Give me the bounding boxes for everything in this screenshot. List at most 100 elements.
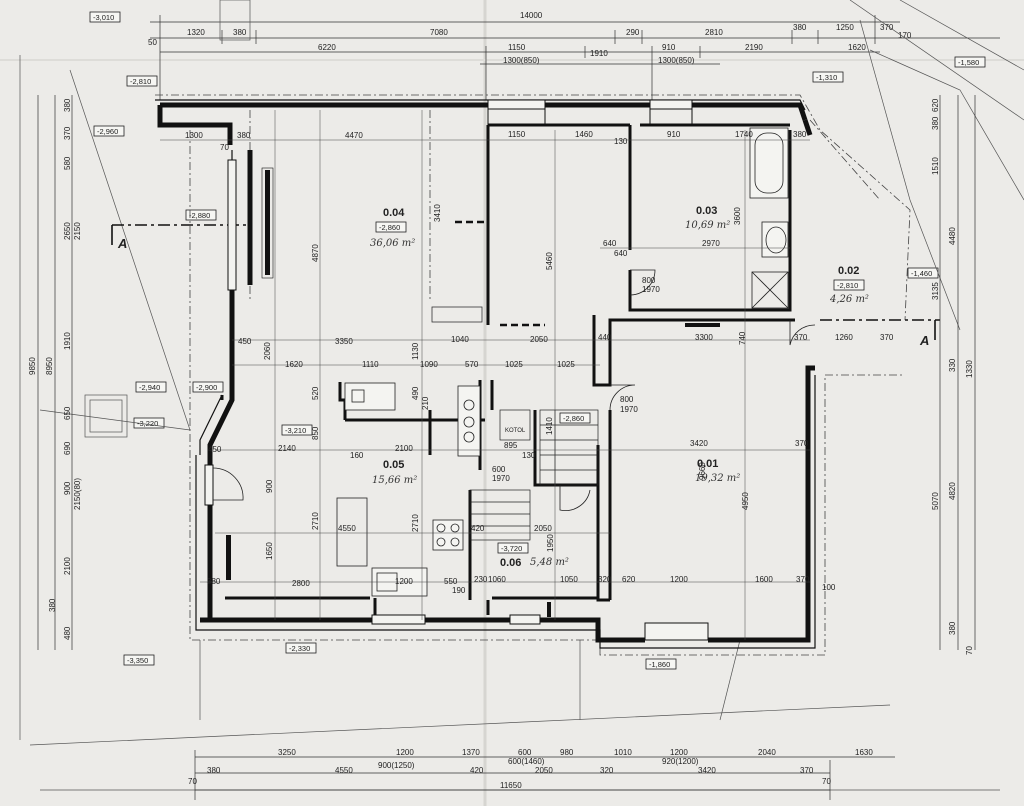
- room-0.01-number: 0.01: [697, 458, 718, 470]
- svg-text:2060: 2060: [263, 342, 272, 360]
- svg-text:1330: 1330: [965, 360, 974, 378]
- inner-dimension-lines: [160, 110, 810, 640]
- svg-text:2050: 2050: [534, 524, 552, 533]
- bottom-dimension-lines: [194, 750, 895, 800]
- svg-text:-1,460: -1,460: [911, 269, 932, 278]
- room-0.06-number: 0.06: [500, 557, 521, 569]
- svg-text:1950: 1950: [546, 534, 555, 552]
- svg-text:520: 520: [311, 386, 320, 400]
- total-width-dim: 14000: [520, 11, 543, 20]
- room-0.03-area: 10,69 m²: [685, 220, 730, 231]
- svg-text:600: 600: [518, 748, 532, 757]
- svg-text:1150: 1150: [508, 130, 526, 139]
- svg-text:-2,960: -2,960: [97, 127, 118, 136]
- svg-text:320: 320: [598, 575, 612, 584]
- svg-text:-1,860: -1,860: [649, 660, 670, 669]
- svg-text:550: 550: [444, 577, 458, 586]
- svg-text:2150: 2150: [73, 222, 82, 240]
- svg-text:800: 800: [620, 395, 634, 404]
- svg-text:1025: 1025: [557, 360, 575, 369]
- svg-text:900(1250): 900(1250): [378, 761, 415, 770]
- svg-text:370: 370: [800, 766, 814, 775]
- svg-text:2190: 2190: [745, 43, 763, 52]
- svg-text:1370: 1370: [462, 748, 480, 757]
- svg-text:370: 370: [794, 333, 808, 342]
- room-0.05-number: 0.05: [383, 459, 404, 471]
- svg-text:450: 450: [208, 445, 222, 454]
- svg-text:370: 370: [880, 333, 894, 342]
- svg-text:1910: 1910: [590, 49, 608, 58]
- svg-text:1090: 1090: [420, 360, 438, 369]
- svg-text:50: 50: [148, 38, 157, 47]
- room-0.03-number: 0.03: [696, 205, 717, 217]
- svg-text:600(1460): 600(1460): [508, 757, 545, 766]
- svg-text:-2,810: -2,810: [837, 281, 858, 290]
- bottom-dims-row1: 3250 1200 1370 600 980 1010 1200 2040 16…: [278, 748, 873, 757]
- terrain-lines: [19, 0, 1024, 791]
- room-0.04-number: 0.04: [383, 207, 405, 219]
- svg-text:70: 70: [822, 777, 831, 786]
- room-0.01-area: 19,32 m²: [695, 473, 740, 484]
- svg-text:380: 380: [207, 766, 221, 775]
- svg-text:1910: 1910: [63, 332, 72, 350]
- dashed-partition: [455, 220, 545, 327]
- svg-text:4470: 4470: [345, 131, 363, 140]
- svg-text:1510: 1510: [931, 157, 940, 175]
- svg-text:3600: 3600: [733, 207, 742, 225]
- bathtub: [749, 127, 789, 199]
- svg-text:490: 490: [411, 386, 420, 400]
- svg-text:1410: 1410: [545, 417, 554, 435]
- svg-text:420: 420: [471, 524, 485, 533]
- svg-text:-1,580: -1,580: [958, 58, 979, 67]
- level-markers: [89, 11, 986, 670]
- svg-text:1110: 1110: [362, 360, 379, 369]
- svg-text:2100: 2100: [395, 444, 413, 453]
- svg-text:740: 740: [738, 331, 747, 345]
- svg-text:-3,350: -3,350: [127, 656, 148, 665]
- svg-text:910: 910: [662, 43, 676, 52]
- svg-text:210: 210: [421, 396, 430, 410]
- svg-text:380: 380: [63, 98, 72, 112]
- svg-text:450: 450: [238, 337, 252, 346]
- room-0.06-area: 5,48 m²: [530, 557, 569, 568]
- svg-text:-3,210: -3,210: [285, 426, 306, 435]
- svg-text:-2,330: -2,330: [289, 644, 310, 653]
- room-0.02-number: 0.02: [838, 265, 859, 277]
- construction-outline: [155, 94, 911, 656]
- svg-text:-2,900: -2,900: [196, 383, 217, 392]
- door-swings: [212, 269, 816, 511]
- room-0.02-area: 4,26 m²: [829, 294, 869, 305]
- svg-text:1040: 1040: [451, 335, 469, 344]
- svg-text:1025: 1025: [505, 360, 523, 369]
- top-dims-row2: 6220 1150 1910 910 2190 1620: [318, 43, 866, 58]
- svg-text:2100: 2100: [63, 557, 72, 575]
- svg-text:6220: 6220: [318, 43, 336, 52]
- svg-text:370: 370: [880, 23, 894, 32]
- svg-text:70: 70: [965, 646, 974, 655]
- svg-text:3420: 3420: [690, 439, 708, 448]
- svg-text:370: 370: [796, 575, 810, 584]
- svg-text:895: 895: [504, 441, 518, 450]
- beam-box: [431, 306, 483, 323]
- svg-text:1130: 1130: [411, 342, 420, 360]
- inner-dimension-labels: 4470 1150 1460 910 1740 380 1300 380 70 …: [185, 130, 894, 595]
- svg-text:-3,720: -3,720: [501, 544, 522, 553]
- boiler-label: KOTOL: [505, 428, 526, 434]
- svg-text:380: 380: [931, 116, 940, 130]
- svg-text:3250: 3250: [278, 748, 296, 757]
- svg-text:4820: 4820: [948, 482, 957, 500]
- svg-text:-3,220: -3,220: [137, 419, 158, 428]
- left-dimension-lines: [37, 95, 73, 650]
- svg-text:160: 160: [350, 451, 364, 460]
- svg-text:2710: 2710: [411, 514, 420, 532]
- shower-tray: [751, 271, 789, 309]
- svg-text:380: 380: [793, 23, 807, 32]
- svg-text:380: 380: [48, 598, 57, 612]
- bottom-dims-row3: 70 380 4550 420 2050 320 3420 370 70: [188, 766, 831, 786]
- window-dim-1: 1300(850): [503, 56, 540, 65]
- svg-text:380: 380: [237, 131, 251, 140]
- svg-text:1630: 1630: [855, 748, 873, 757]
- svg-text:650: 650: [63, 406, 72, 420]
- svg-text:1150: 1150: [508, 43, 526, 52]
- room-0.04-area: 36,06 m²: [370, 238, 415, 249]
